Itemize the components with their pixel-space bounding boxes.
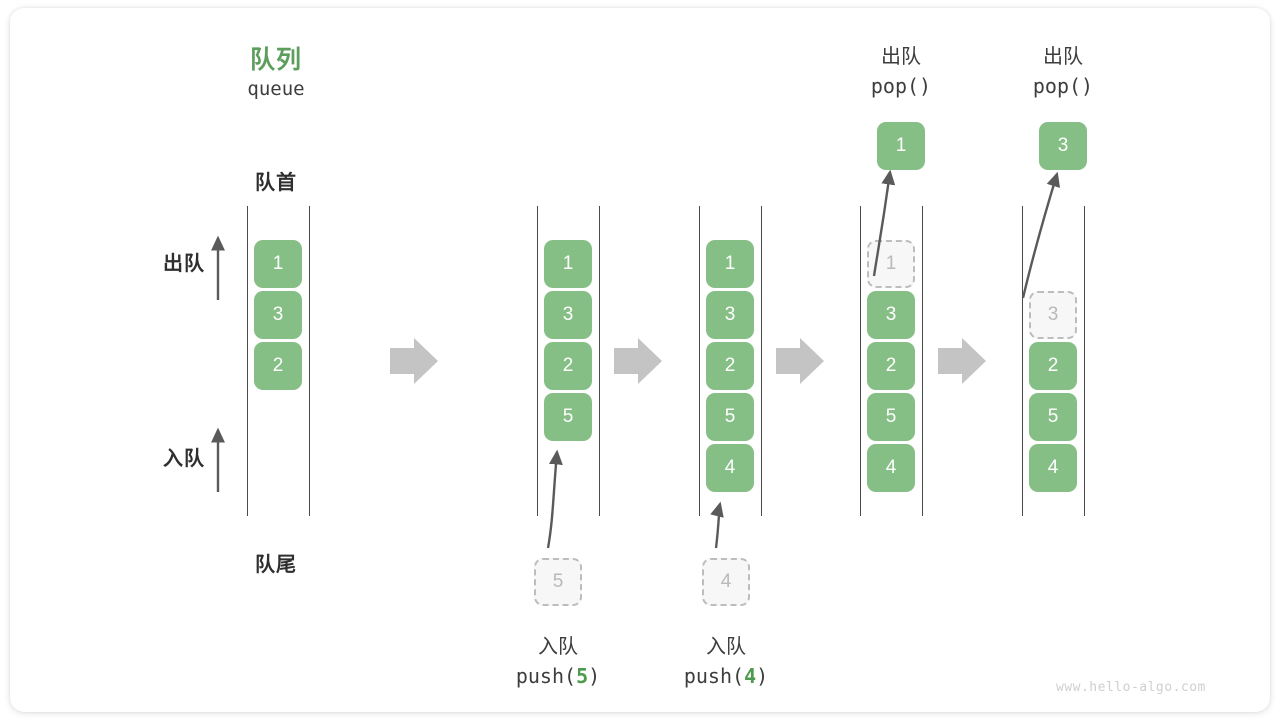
queue-cell: 1 [706, 240, 754, 288]
diagram-title-cn: 队列 [249, 46, 302, 74]
queue-cell: 3 [867, 291, 915, 339]
queue-rail-left-1 [247, 206, 248, 516]
queue-cell: 1 [544, 240, 592, 288]
push-5-code-prefix: push( [515, 664, 577, 688]
pop-3-label-code: pop() [1032, 74, 1094, 98]
popped-element-1: 1 [877, 122, 925, 170]
push-5-code-suffix: ) [588, 664, 601, 688]
queue-rail-left-4 [860, 206, 861, 516]
pop-3-label-cn: 出队 [1043, 46, 1083, 68]
push-4-label-cn: 入队 [706, 636, 746, 658]
queue-column-initial: 1 3 2 [254, 240, 302, 390]
queue-cell: 2 [706, 342, 754, 390]
incoming-element-4: 4 [702, 558, 750, 606]
push-4-code-prefix: push( [683, 664, 745, 688]
queue-cell: 4 [1029, 444, 1077, 492]
queue-rail-right-2 [599, 206, 600, 516]
push-5-label-cn: 入队 [538, 636, 578, 658]
queue-rail-right-4 [922, 206, 923, 516]
popped-element-3: 3 [1039, 122, 1087, 170]
push-5-code-arg: 5 [576, 664, 589, 688]
queue-cell: 5 [706, 393, 754, 441]
queue-cell: 4 [706, 444, 754, 492]
push-4-label-code: push(4) [656, 664, 796, 688]
queue-cell-ghost: 3 [1029, 291, 1077, 339]
queue-slot-empty [1029, 240, 1077, 288]
queue-column-after-push-4: 1 3 2 5 4 [706, 240, 754, 492]
queue-rail-left-2 [537, 206, 538, 516]
queue-rail-right-5 [1084, 206, 1085, 516]
enqueue-side-label: 入队 [163, 448, 205, 470]
queue-rail-left-5 [1022, 206, 1023, 516]
queue-cell: 4 [867, 444, 915, 492]
pop-1-label-cn: 出队 [881, 46, 921, 68]
queue-cell: 3 [254, 291, 302, 339]
queue-column-after-pop-1: 1 3 2 5 4 [867, 240, 915, 492]
dequeue-side-label: 出队 [163, 253, 205, 275]
queue-column-after-push-5: 1 3 2 5 [544, 240, 592, 441]
push-4-code-arg: 4 [744, 664, 757, 688]
queue-cell: 2 [1029, 342, 1077, 390]
diagram-canvas: 队列 queue 队首 队尾 出队 入队 1 3 2 1 3 2 5 5 入队 … [10, 8, 1270, 712]
queue-rail-right-3 [761, 206, 762, 516]
queue-cell: 5 [867, 393, 915, 441]
queue-cell-ghost: 1 [867, 240, 915, 288]
queue-cell: 1 [254, 240, 302, 288]
queue-rail-right-1 [309, 206, 310, 516]
queue-rail-left-3 [699, 206, 700, 516]
queue-column-after-pop-3: 3 2 5 4 [1029, 240, 1077, 492]
pop-1-label-code: pop() [870, 74, 932, 98]
incoming-element-5: 5 [534, 558, 582, 606]
queue-head-label: 队首 [255, 172, 297, 194]
push-5-label-code: push(5) [488, 664, 628, 688]
queue-cell: 2 [254, 342, 302, 390]
queue-tail-label: 队尾 [255, 554, 297, 576]
diagram-title-code: queue [247, 78, 305, 100]
queue-cell: 2 [867, 342, 915, 390]
push-4-code-suffix: ) [756, 664, 769, 688]
queue-cell: 3 [544, 291, 592, 339]
queue-cell: 2 [544, 342, 592, 390]
watermark: www.hello-algo.com [1056, 680, 1206, 695]
queue-cell: 5 [1029, 393, 1077, 441]
queue-cell: 5 [544, 393, 592, 441]
queue-cell: 3 [706, 291, 754, 339]
